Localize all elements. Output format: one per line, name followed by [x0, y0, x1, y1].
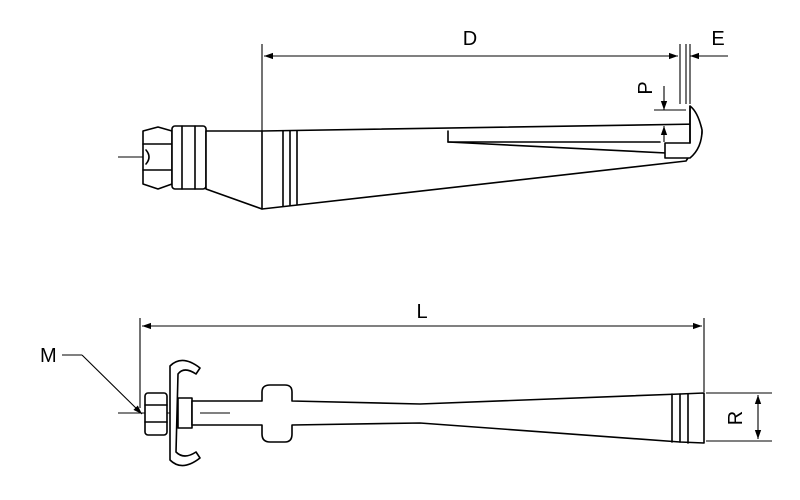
dimension-e: E	[689, 28, 728, 104]
side-view: D E P	[118, 28, 728, 210]
label-d: D	[463, 28, 477, 50]
dimension-d: D	[261, 28, 687, 131]
plan-view: L M R	[40, 301, 772, 467]
plan-body	[191, 384, 705, 444]
dimension-p: P	[635, 81, 686, 142]
collar	[171, 125, 207, 190]
label-e: E	[711, 28, 724, 50]
label-m: M	[40, 345, 57, 367]
dimension-r: R	[706, 392, 772, 442]
wedge-body	[205, 105, 703, 210]
leader-m: M	[40, 345, 143, 415]
label-p: P	[635, 81, 657, 94]
dimension-l: L	[139, 301, 705, 408]
label-l: L	[416, 301, 427, 323]
plan-hex-nut	[144, 392, 168, 436]
label-r: R	[725, 411, 747, 425]
hex-nut	[142, 126, 173, 190]
